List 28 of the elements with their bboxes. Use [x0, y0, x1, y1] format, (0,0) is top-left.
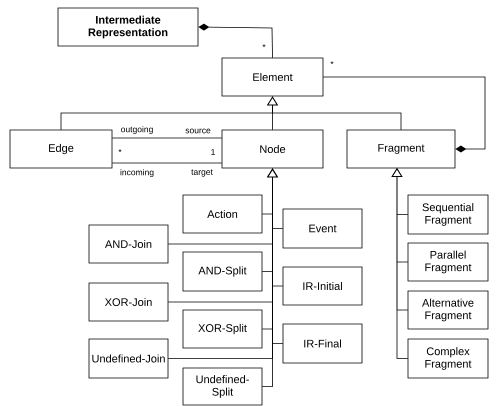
role-label: target: [191, 169, 213, 177]
class-box: IR-Initial: [282, 266, 362, 306]
class-box: XOR-Split: [182, 310, 262, 348]
class-box: Node: [222, 130, 324, 168]
class-box: Fragment: [346, 130, 456, 168]
role-label: incoming: [120, 169, 154, 177]
class-box: Sequential Fragment: [408, 194, 488, 234]
class-box: Element: [222, 58, 324, 96]
multiplicity-label: 1: [211, 149, 215, 155]
generalization-arrow: [391, 168, 408, 359]
role-label: source: [185, 128, 210, 134]
class-box: Edge: [10, 130, 112, 168]
class-box: AND-Join: [88, 224, 168, 264]
multiplicity-label: *: [262, 44, 266, 48]
class-box: XOR-Join: [88, 282, 168, 322]
association-line: [112, 162, 222, 164]
class-box: Undefined-Split: [182, 368, 262, 406]
class-box: Intermediate Representation: [58, 8, 198, 46]
class-box: Complex Fragment: [408, 338, 488, 378]
composition-line: [323, 76, 486, 152]
role-label: outgoing: [121, 126, 153, 134]
class-box: Event: [282, 208, 362, 248]
class-box: IR-Final: [282, 324, 362, 364]
class-box: Parallel Fragment: [408, 242, 488, 282]
class-box: Alternative Fragment: [408, 290, 488, 330]
class-box: Action: [182, 194, 262, 234]
class-box: Undefined-Join: [88, 338, 168, 378]
class-box: AND-Split: [182, 252, 262, 292]
